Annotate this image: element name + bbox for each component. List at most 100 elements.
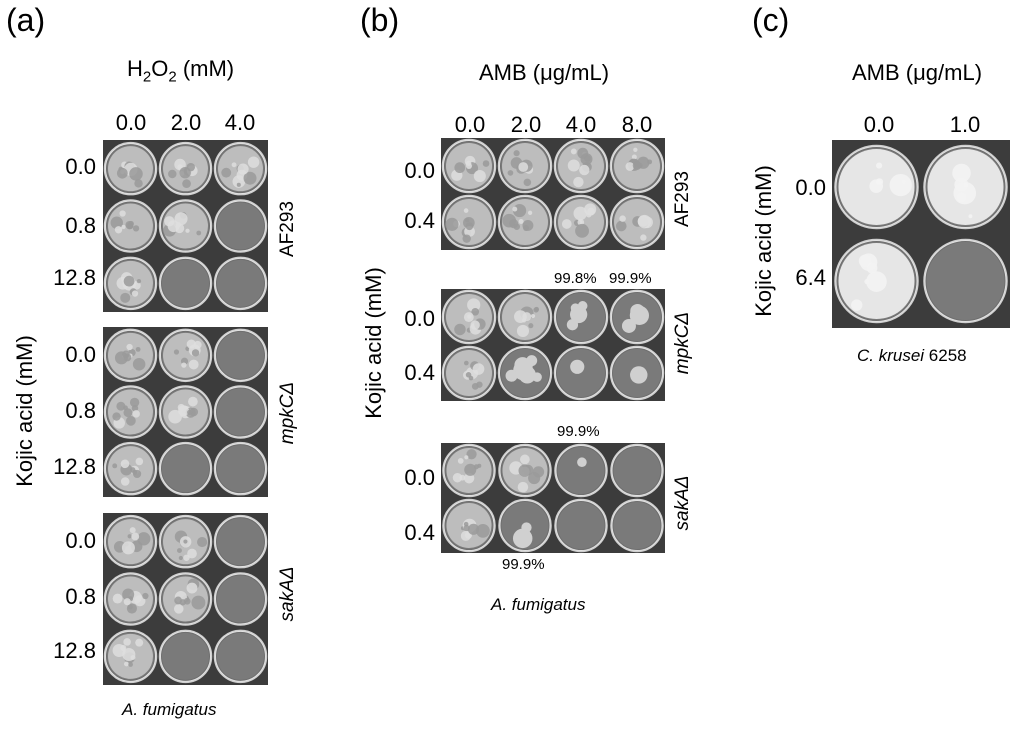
panel-a-g1-row-1: 0.0: [65, 154, 96, 179]
panel-a-g1-row-3: 12.8: [53, 265, 96, 290]
panel-a-g1-plate-r3-c2: [158, 256, 213, 311]
panel-c-col-2: 1.0: [949, 112, 981, 137]
panel-b-annot-mpk-col4: 99.9%: [609, 270, 652, 287]
panel-b-g1-row-1: 0.0: [404, 158, 435, 183]
panel-c-plate-r2-c1: [834, 238, 919, 324]
panel-a-g2-plate-r2-c3: [213, 385, 268, 439]
panel-a-g1-plate-r1-c1: [103, 141, 158, 196]
panel-c-caption: C. krusei 6258: [857, 346, 967, 366]
panel-a-g2-row-3: 12.8: [53, 454, 96, 479]
panel-a-col-3: 4.0: [224, 110, 256, 135]
panel-a-g3-plate-r3-c1: [103, 629, 158, 684]
panel-a-g2-plate-r2-c2: [158, 385, 213, 439]
panel-c-plate-r1-c1: [834, 144, 919, 230]
panel-a-g2-row-2: 0.8: [65, 398, 96, 423]
panel-a-g1-plate-r2-c3: [213, 199, 268, 253]
panel-c-plate-r2-c2: [923, 238, 1008, 324]
panel-c-col-1: 0.0: [863, 112, 895, 137]
title-sub-2b: 2: [168, 68, 177, 86]
panel-a-g3-row-1: 0.0: [65, 528, 96, 553]
panel-a-g2-plate-r3-c3: [213, 441, 268, 496]
panel-c-title: AMB (μg/mL): [852, 60, 983, 85]
panel-b-g2-plate-r1-c1: [441, 289, 497, 345]
panel-b-col-1: 0.0: [454, 112, 486, 137]
panel-b-title: AMB (μg/mL): [479, 60, 610, 85]
title-h: H: [127, 56, 143, 81]
panel-a-g3-plate-r1-c1: [103, 514, 158, 569]
panel-a-g1-row-2: 0.8: [65, 213, 96, 238]
panel-a-g3-plate-r1-c3: [213, 514, 268, 569]
panel-b-g2-plate-r2-c2: [497, 345, 553, 401]
panel-a-g3-row-3: 12.8: [53, 638, 96, 663]
panel-b-g1-plate-r1-c1: [441, 138, 497, 194]
panel-b-g2-plate-r1-c4: [609, 289, 665, 345]
panel-b-caption-text: A. fumigatus: [491, 595, 586, 614]
panel-a-g1-plate-r3-c1: [103, 256, 158, 311]
panel-a-g2-plate-r3-c1: [103, 441, 158, 496]
panel-b-g1-plate-r2-c1: [441, 194, 497, 250]
panel-a-g2-plate-r3-c2: [158, 441, 213, 496]
panel-c-plate-r1-c2: [923, 144, 1008, 230]
panel-b-col-4: 8.0: [621, 112, 653, 137]
panel-a-g1-plate-r2-c1: [103, 199, 158, 253]
title-sub-2a: 2: [142, 68, 152, 86]
panel-b-g3-plate-r2-c1: [442, 498, 496, 553]
panel-b-g1-plate-r1-c4: [609, 138, 665, 194]
panel-a-g3-plate-r2-c1: [103, 572, 158, 626]
panel-b-col-3: 4.0: [565, 112, 597, 137]
panel-b-label: (b): [360, 2, 400, 38]
panel-b-g3-plate-r1-c2: [498, 443, 552, 498]
panel-a-caption-text: A. fumigatus: [122, 700, 217, 719]
panel-b-g2-plate-r1-c3: [553, 289, 609, 345]
panel-a-g3-row-2: 0.8: [65, 584, 96, 609]
panel-b-g2-plate-r1-c2: [497, 289, 553, 345]
panel-b-g3-row-1: 0.0: [404, 465, 435, 490]
panel-b-col-2: 2.0: [510, 112, 542, 137]
panel-a-col-2: 2.0: [170, 110, 202, 135]
panel-b-g3-plate-r1-c3: [554, 443, 608, 498]
panel-b-g3-row-2: 0.4: [404, 520, 435, 545]
panel-a-label: (a): [6, 2, 46, 38]
panel-b-g1-row-2: 0.4: [404, 208, 435, 233]
panel-a-g3-plate-r3-c3: [213, 629, 268, 684]
panel-b-caption: A. fumigatus: [491, 595, 586, 615]
panel-a-g3-plate-r2-c3: [213, 572, 268, 626]
panel-c-caption-plain: 6258: [924, 346, 967, 365]
panel-a-g2-plate-r1-c3: [213, 328, 268, 383]
panel-c-label: (c): [752, 2, 790, 38]
panel-b-g3-plate-r1-c1: [442, 443, 496, 498]
panel-b-g2-plate-r2-c1: [441, 345, 497, 401]
panel-a-g3-plate-r2-c2: [158, 572, 213, 626]
panel-a-col-1: 0.0: [115, 110, 147, 135]
panel-b-g3-plate-r1-c4: [610, 443, 664, 498]
panel-b-g3-plate-r2-c2: [498, 498, 552, 553]
panel-a-g2-plate-r2-c1: [103, 385, 158, 439]
panel-b-g1-plate-r1-c2: [497, 138, 553, 194]
panel-b-annot-sak-bottom: 99.9%: [502, 556, 545, 573]
panel-b-annot-sak-top: 99.9%: [557, 423, 600, 440]
panel-b-g3-plate-r2-c4: [610, 498, 664, 553]
panel-a-g2-row-1: 0.0: [65, 342, 96, 367]
panel-c-caption-italic: C. krusei: [857, 346, 925, 365]
panel-c-row-2: 6.4: [795, 265, 826, 290]
panel-b-g1-plate-r2-c2: [497, 194, 553, 250]
panel-a-caption: A. fumigatus: [122, 700, 217, 720]
panel-c-row-1: 0.0: [795, 175, 826, 200]
panel-a-g1-plate-r2-c2: [158, 199, 213, 253]
panel-b-g1-plate-r1-c3: [553, 138, 609, 194]
title-o: O: [151, 56, 169, 81]
panel-b-annot-mpk-col3: 99.8%: [554, 270, 597, 287]
panel-b-g2-row-2: 0.4: [404, 360, 435, 385]
panel-b-g1-plate-r2-c4: [609, 194, 665, 250]
panel-a-title: H2O2 (mM): [127, 56, 234, 85]
panel-a-g1-plate-r1-c3: [213, 141, 268, 196]
panel-a-g3-plate-r3-c2: [158, 629, 213, 684]
panel-b-g3-plate-r2-c3: [554, 498, 608, 553]
panel-b-g1-plate-r2-c3: [553, 194, 609, 250]
panel-a-g1-plate-r1-c2: [158, 141, 213, 196]
title-unit: (mM): [176, 56, 235, 81]
panel-a-g2-plate-r1-c1: [103, 328, 158, 383]
